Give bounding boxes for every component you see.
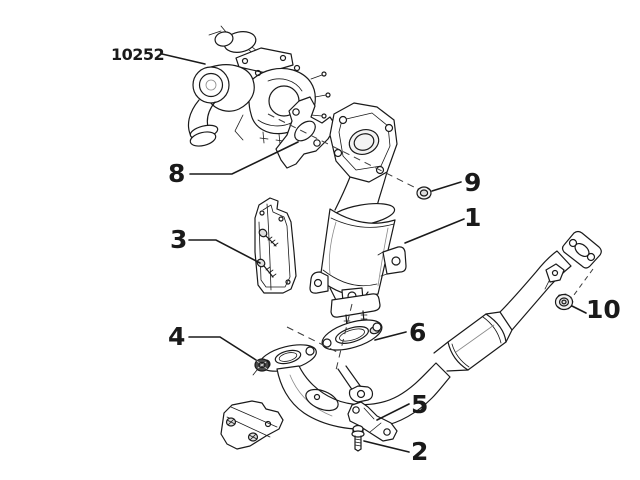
bolt-2-drawing bbox=[351, 424, 365, 452]
callout-8[interactable]: 8 bbox=[168, 159, 185, 188]
callout-6[interactable]: 6 bbox=[409, 318, 426, 347]
skid-plate-drawing bbox=[220, 400, 284, 450]
front-exhaust-pipe-drawing bbox=[259, 230, 602, 430]
callout-10[interactable]: 10 bbox=[586, 295, 621, 324]
exhaust-gasket-drawing bbox=[321, 319, 383, 351]
alignment-dashed-lines bbox=[267, 113, 594, 371]
callout-leader-lines bbox=[161, 53, 587, 453]
heat-shield-drawing bbox=[254, 197, 297, 294]
callout-10252[interactable]: 10252 bbox=[111, 45, 165, 64]
nut-10-drawing bbox=[554, 293, 574, 311]
nut-4-drawing bbox=[252, 358, 270, 376]
turbocharger-drawing bbox=[187, 25, 331, 147]
callout-9[interactable]: 9 bbox=[464, 168, 481, 197]
callout-labels: 10252 8 3 9 1 6 4 10 5 2 bbox=[111, 45, 621, 466]
nut-9-drawing bbox=[416, 186, 432, 200]
catalytic-converter-drawing bbox=[309, 102, 407, 328]
callout-1[interactable]: 1 bbox=[464, 203, 481, 232]
callout-4[interactable]: 4 bbox=[168, 322, 185, 351]
callout-3[interactable]: 3 bbox=[170, 225, 187, 254]
callout-2[interactable]: 2 bbox=[411, 437, 428, 466]
callout-5[interactable]: 5 bbox=[411, 390, 428, 419]
